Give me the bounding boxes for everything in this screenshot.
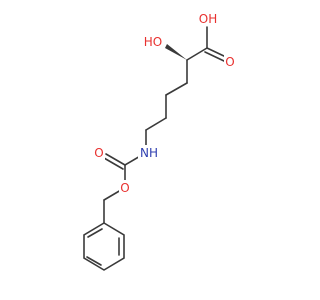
carbamate-o-text: O <box>94 146 103 160</box>
benzene-double-2 <box>86 256 102 266</box>
chemical-structure: OH O HO NH O O <box>83 11 235 271</box>
bond-cooh-double-1 <box>206 47 227 58</box>
bond-c3-c4 <box>165 82 188 96</box>
bond-oester-ch2 <box>103 189 122 201</box>
wedge-bond-ca-oh <box>165 44 187 60</box>
acid-o-text: O <box>225 55 234 69</box>
ester-o-text: O <box>120 181 129 195</box>
acid-o-label: O <box>224 54 235 69</box>
alpha-oh-label: HO <box>142 34 163 49</box>
bond-ca-ccooh <box>186 47 208 61</box>
bond-cc-o-double-2 <box>103 157 124 170</box>
benzene-ring <box>83 222 125 271</box>
bond-cooh-double-2 <box>204 51 225 62</box>
amine-nh-label: NH <box>138 145 160 160</box>
ester-o-label: O <box>119 180 130 195</box>
amine-nh-text: NH <box>140 146 158 160</box>
acid-oh-text: OH <box>199 12 217 26</box>
bond-cc-o-double-1 <box>105 153 126 166</box>
alpha-oh-text: HO <box>144 35 162 49</box>
carbamate-o-label: O <box>94 145 105 160</box>
acid-oh-label: OH <box>199 11 218 26</box>
benzene-double-3 <box>87 228 103 238</box>
atom-labels: OH O HO NH O O <box>94 11 235 195</box>
bond-c5-c6 <box>145 117 167 131</box>
